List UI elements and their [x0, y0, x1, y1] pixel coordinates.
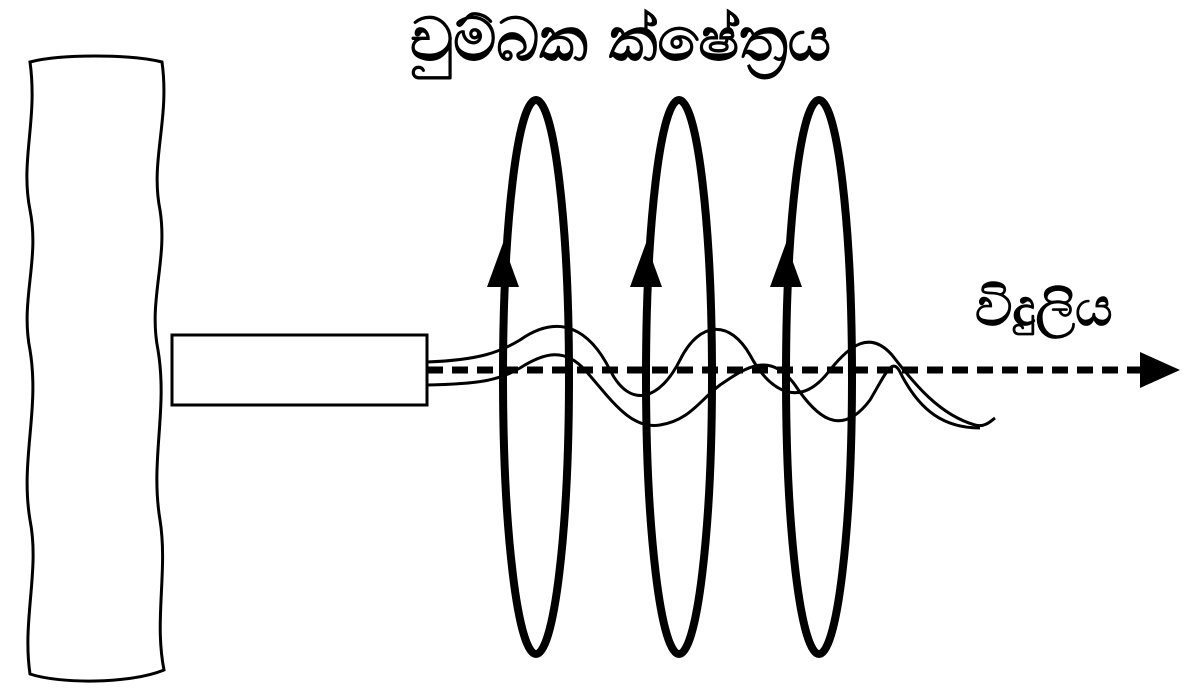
field-ring-1-arrow — [487, 243, 519, 287]
magnetic-field-label: චුම්බක ක්ෂේත්‍රය — [410, 5, 831, 75]
field-ring-1 — [499, 96, 573, 658]
field-ring-2-arrow — [630, 243, 662, 287]
electricity-label: විදුලිය — [975, 278, 1113, 338]
vertical-bar — [25, 54, 166, 683]
current-arrowhead — [1140, 352, 1180, 388]
field-ring-2 — [642, 96, 716, 658]
wire-lower — [426, 353, 981, 430]
wire-upper — [426, 324, 996, 428]
field-ring-3-arrow — [770, 243, 802, 287]
cable-housing — [170, 333, 429, 407]
field-ring-3 — [782, 96, 856, 658]
